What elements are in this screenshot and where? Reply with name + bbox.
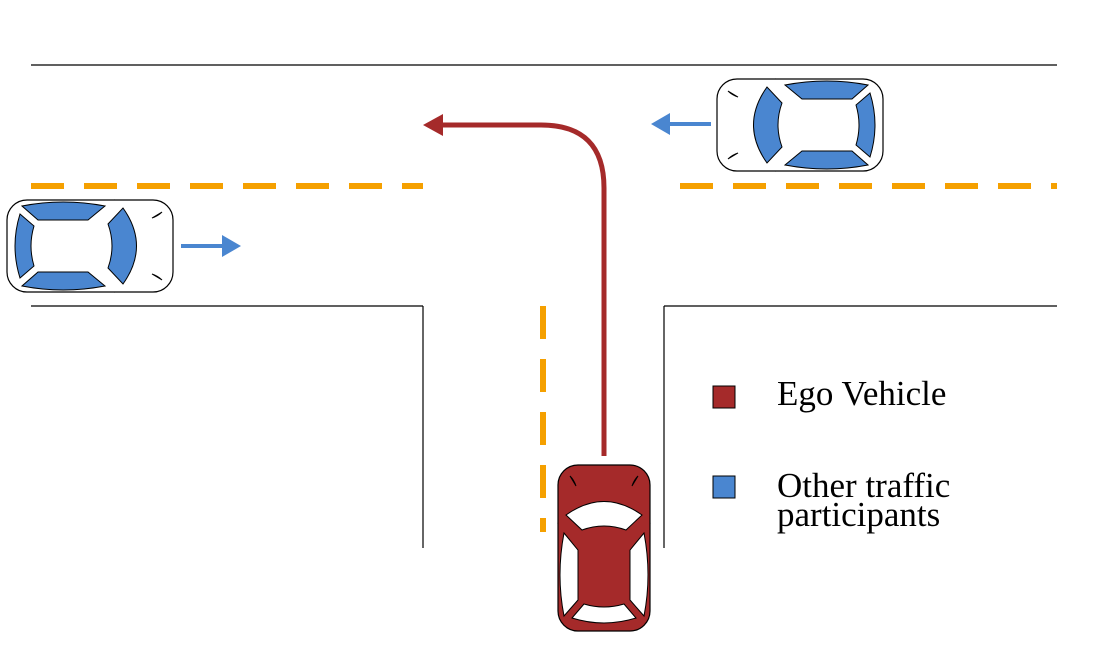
lane-markings	[31, 183, 1057, 532]
legend-label-other-line1: Other traffic	[777, 466, 950, 505]
road-edges	[31, 64, 1057, 548]
ego-path-arrowhead	[423, 114, 443, 136]
other-arrow-left-head	[222, 235, 241, 257]
legend: Ego Vehicle Other traffic participants	[712, 374, 950, 534]
ego-path	[423, 114, 607, 456]
legend-swatch-ego	[712, 385, 736, 409]
other-vehicle-right	[716, 78, 884, 172]
other-arrow-right-head	[651, 113, 670, 135]
vehicles	[6, 78, 884, 632]
legend-label-ego: Ego Vehicle	[777, 374, 946, 413]
other-traffic-arrows	[181, 113, 711, 257]
legend-swatch-other	[712, 475, 736, 499]
ego-vehicle	[557, 464, 651, 632]
ego-path-line	[440, 122, 607, 456]
legend-label-other-line2: participants	[777, 495, 940, 534]
other-vehicle-left	[6, 199, 174, 293]
